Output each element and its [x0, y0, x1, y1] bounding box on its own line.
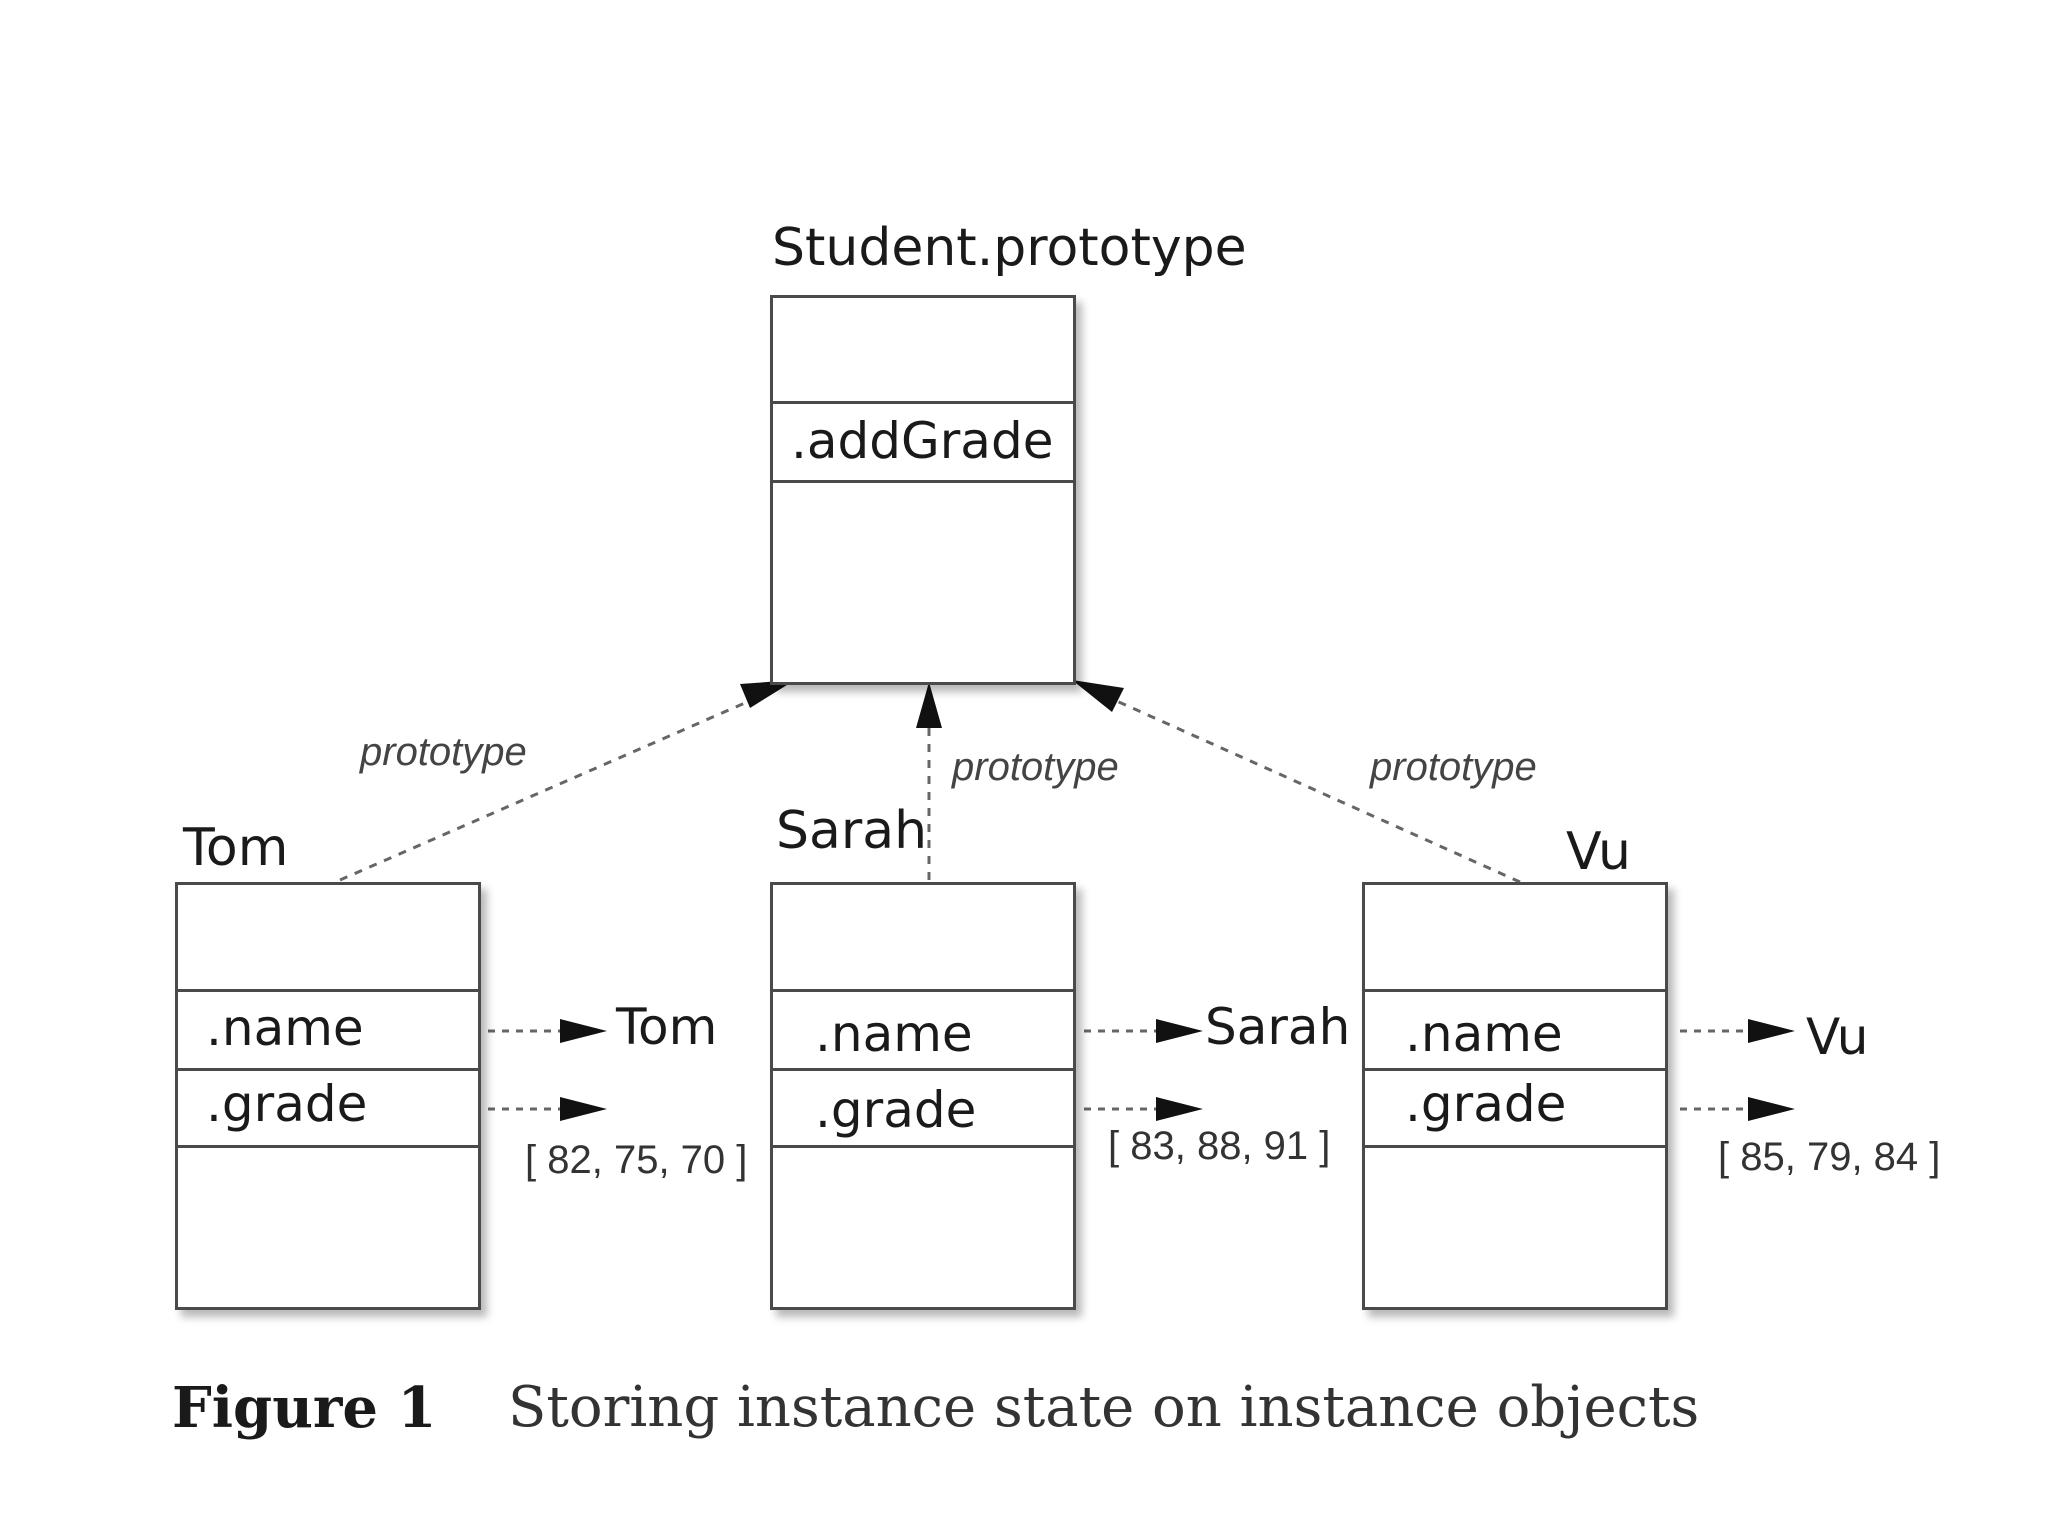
- tom-grades-value: [ 82, 75, 70 ]: [525, 1138, 748, 1182]
- instance-box-sarah: .name .grade: [770, 882, 1076, 1310]
- tom-grade-field: .grade: [206, 1075, 368, 1133]
- tom-name-value: Tom: [616, 998, 718, 1056]
- prototype-object-box: .addGrade: [770, 295, 1076, 685]
- vu-grade-field: .grade: [1405, 1075, 1567, 1133]
- field-divider: [1365, 989, 1665, 992]
- field-divider: [773, 1068, 1073, 1071]
- instance-label-vu: Vu: [1566, 822, 1631, 882]
- sarah-name-value: Sarah: [1205, 998, 1351, 1056]
- sarah-name-field: .name: [815, 1005, 973, 1063]
- instance-label-tom: Tom: [183, 818, 289, 878]
- instance-box-vu: .name .grade: [1362, 882, 1668, 1310]
- prototype-link-tom: [339, 690, 771, 882]
- instance-label-sarah: Sarah: [776, 801, 928, 861]
- prototype-label-tom: prototype: [360, 730, 527, 774]
- field-divider: [1365, 1145, 1665, 1148]
- figure-caption: Storing instance state on instance objec…: [508, 1375, 1700, 1440]
- field-divider: [178, 1068, 478, 1071]
- field-divider: [1365, 1068, 1665, 1071]
- vu-name-field: .name: [1405, 1005, 1563, 1063]
- sarah-grade-field: .grade: [815, 1081, 977, 1139]
- field-divider: [773, 989, 1073, 992]
- sarah-grades-value: [ 83, 88, 91 ]: [1108, 1124, 1331, 1168]
- prototype-link-vu: [1109, 696, 1521, 884]
- figure-number: Figure 1: [172, 1375, 437, 1441]
- vu-grades-value: [ 85, 79, 84 ]: [1718, 1135, 1941, 1179]
- instance-box-tom: .name .grade: [175, 882, 481, 1310]
- prototype-object-title: Student.prototype: [772, 218, 1247, 278]
- vu-name-value: Vu: [1806, 1008, 1869, 1066]
- field-divider: [773, 1145, 1073, 1148]
- prototype-divider: [773, 480, 1073, 483]
- prototype-label-sarah: prototype: [952, 745, 1119, 789]
- prototype-arrowhead-left: [740, 680, 795, 708]
- tom-name-field: .name: [206, 999, 364, 1057]
- prototype-divider: [773, 401, 1073, 404]
- prototype-arrowhead-middle: [916, 682, 942, 728]
- prototype-method-addgrade: .addGrade: [791, 412, 1054, 470]
- field-divider: [178, 1145, 478, 1148]
- prototype-arrowhead-right: [1072, 680, 1124, 712]
- prototype-label-vu: prototype: [1370, 745, 1537, 789]
- field-divider: [178, 989, 478, 992]
